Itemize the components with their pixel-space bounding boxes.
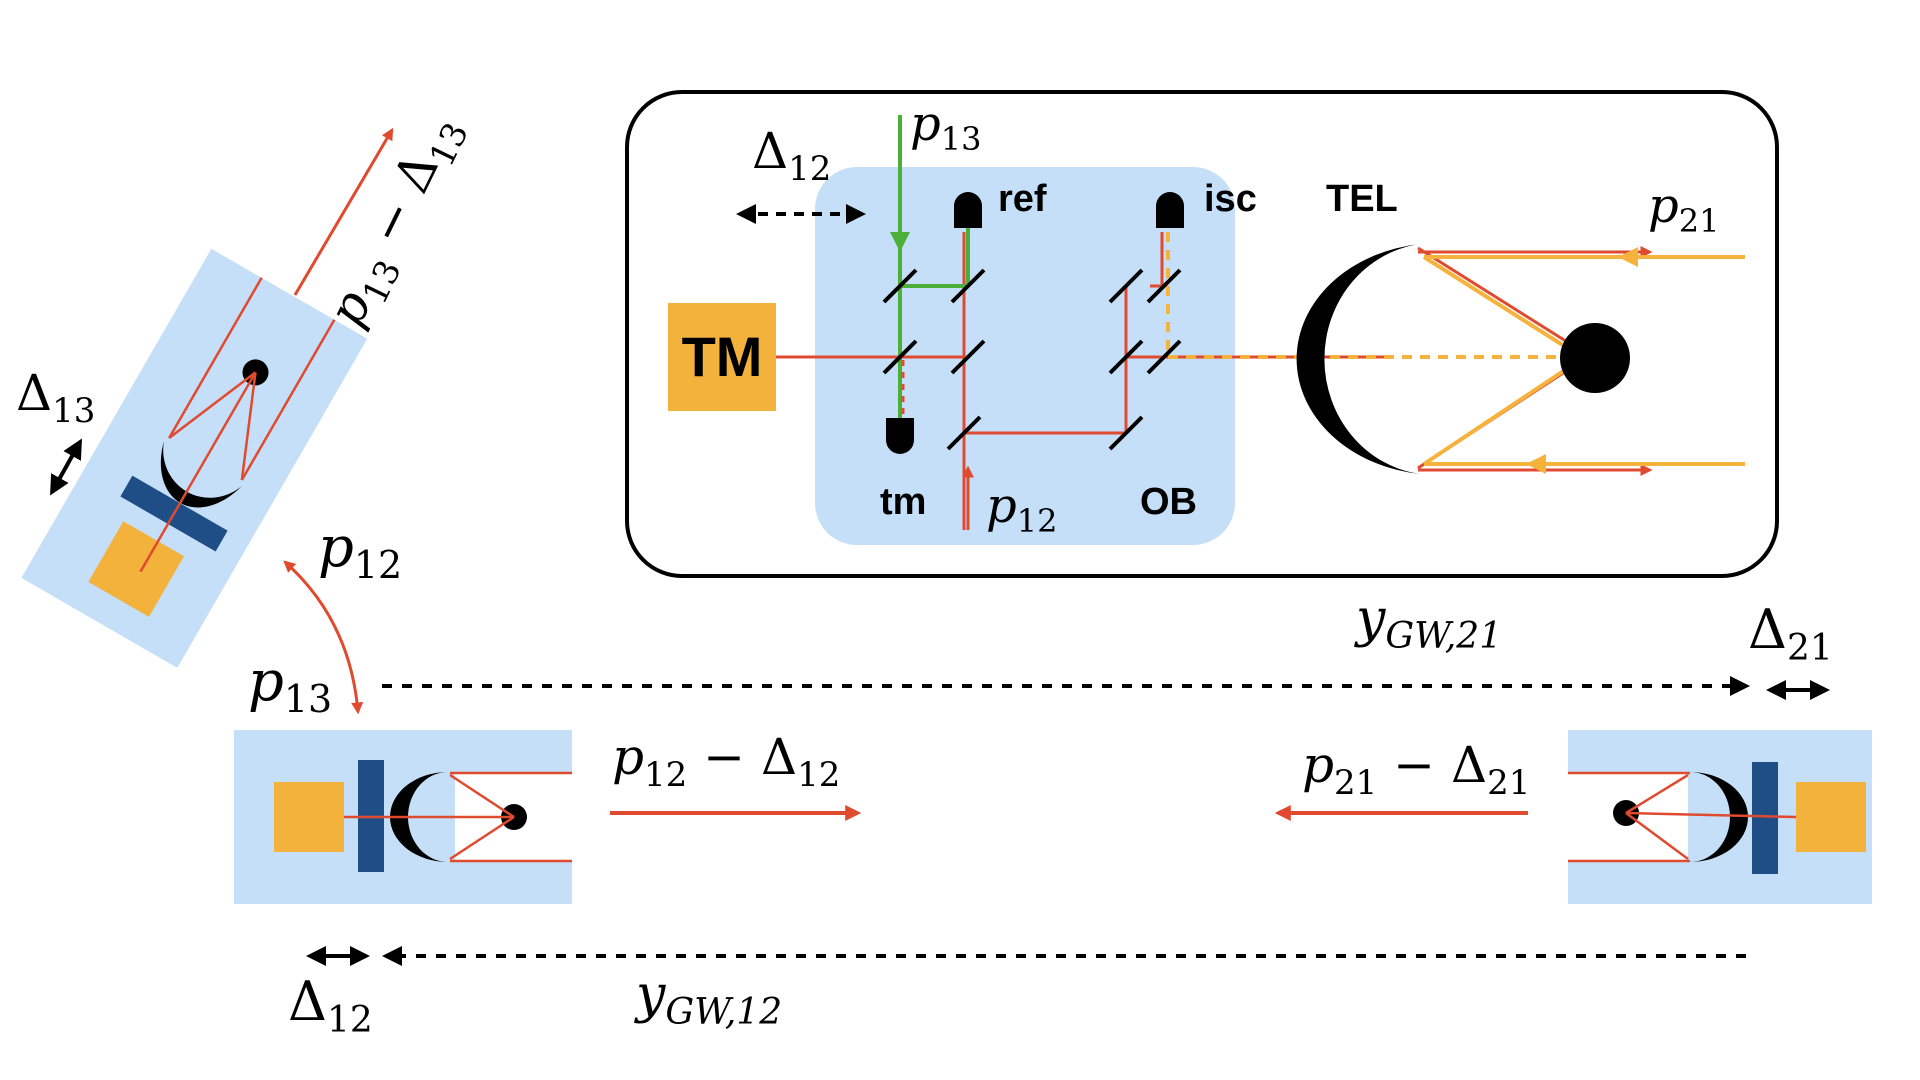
sc3-delta13-label: Δ13 bbox=[16, 364, 95, 431]
isc-label: isc bbox=[1204, 178, 1257, 220]
isc-photodiode-icon bbox=[1156, 192, 1184, 228]
svg-text:p13 − Δ13: p13 − Δ13 bbox=[317, 105, 477, 340]
ref-label: ref bbox=[998, 178, 1047, 220]
optical-bench bbox=[815, 167, 1235, 545]
ygw21-label: yGW,21 bbox=[1354, 589, 1502, 657]
tm-photodiode-label: tm bbox=[880, 481, 926, 523]
tm-photodiode-icon bbox=[886, 418, 914, 454]
spacecraft-3 bbox=[21, 248, 368, 668]
spacecraft-1 bbox=[234, 730, 572, 904]
telescope-secondary-icon bbox=[1560, 323, 1630, 393]
received-beam bbox=[1166, 232, 1745, 474]
inset-p12-label: p12 bbox=[986, 478, 1057, 540]
sc1-telescope-icon bbox=[390, 772, 448, 862]
sc2-mount bbox=[1752, 762, 1778, 874]
beam-splitters bbox=[882, 268, 1182, 451]
spacecraft-2 bbox=[1568, 730, 1872, 904]
inset-panel: TM bbox=[625, 90, 1779, 578]
sc3-beam-label: p13 − Δ13 bbox=[317, 105, 477, 340]
sc-angle-arrow bbox=[283, 560, 364, 715]
tel-label: TEL bbox=[1326, 178, 1398, 220]
sc2-test-mass bbox=[1796, 782, 1866, 852]
inset-p13-label: p13 bbox=[910, 96, 981, 158]
inset-p21-label: p21 bbox=[1648, 178, 1719, 240]
sc3-p12-label: p12 bbox=[318, 515, 402, 587]
local-oscillator-beam bbox=[890, 115, 970, 428]
sc1-test-mass bbox=[274, 782, 344, 852]
telescope-mirror-icon bbox=[1296, 244, 1420, 474]
ygw12-label: yGW,12 bbox=[634, 965, 782, 1033]
sc3-telescope-icon bbox=[160, 440, 242, 508]
ob-label: OB bbox=[1140, 481, 1197, 523]
beam-21-label: p21 − Δ21 bbox=[1302, 736, 1530, 803]
sc3-p13-label: p13 bbox=[248, 649, 332, 721]
sc3-delta13-arrow bbox=[50, 438, 82, 496]
beam-12-label: p12 − Δ12 bbox=[612, 728, 840, 795]
test-mass-label: TM bbox=[682, 325, 763, 388]
delta12-label: Δ12 bbox=[288, 970, 373, 1041]
sc3-outgoing-beam bbox=[293, 127, 394, 296]
inset-delta12-label: Δ12 bbox=[752, 122, 831, 189]
delta21-label: Δ21 bbox=[1748, 598, 1833, 669]
test-mass-block bbox=[668, 303, 776, 411]
sc2-telescope-icon bbox=[1690, 772, 1748, 862]
sc3-test-mass bbox=[88, 521, 184, 617]
ref-photodiode-icon bbox=[954, 192, 982, 228]
sc3-bench bbox=[21, 248, 368, 668]
